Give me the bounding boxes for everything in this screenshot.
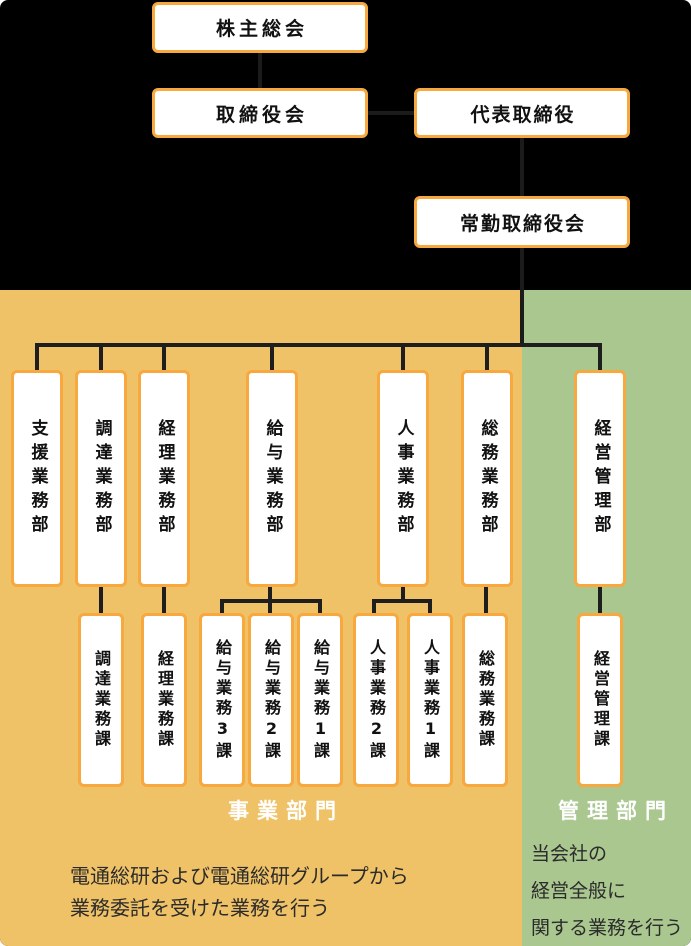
connector-corporate-management-section	[598, 587, 602, 613]
business-division-note: 電通総研および電通総研グループから 業務委託を受けた業務を行う	[70, 860, 409, 924]
box-corporate-management-section-label: 経営管理課	[591, 650, 610, 750]
connector-stub-procurement	[99, 343, 103, 370]
connector-standing-trunk	[520, 248, 524, 345]
management-note-line-2: 経営全般に	[531, 880, 627, 902]
box-payroll-section-2-label: 給与業務2課	[262, 638, 281, 762]
box-general-affairs-division: 総務業務部	[461, 370, 513, 587]
box-hr-section-2: 人事業務2課	[353, 613, 399, 787]
management-note-line-3: 関する業務を行う	[531, 917, 684, 939]
box-corporate-management-section: 経営管理課	[577, 613, 623, 787]
connector-shareholders-board	[258, 53, 262, 88]
connector-payroll-3	[220, 599, 224, 613]
box-hr-section-1: 人事業務1課	[407, 613, 453, 787]
connector-hr-center	[401, 587, 405, 603]
box-representative-director-label: 代表取締役	[470, 103, 576, 126]
connector-stub-payroll	[270, 343, 274, 370]
box-corporate-management-division: 経営管理部	[574, 370, 626, 587]
connector-procurement-section	[99, 587, 103, 613]
box-representative-director: 代表取締役	[414, 88, 630, 138]
box-procurement-division: 調達業務部	[75, 370, 127, 587]
connector-payroll-bracket	[220, 599, 322, 603]
connector-stub-support	[35, 343, 39, 370]
connector-hr-bracket	[372, 599, 432, 603]
box-accounting-section: 経理業務課	[141, 613, 187, 787]
connector-department-rail	[35, 343, 602, 347]
box-shareholders-meeting-label: 株主総会	[215, 18, 308, 40]
box-hr-division: 人事業務部	[377, 370, 429, 587]
box-procurement-division-label: 調達業務部	[91, 418, 112, 539]
box-procurement-section: 調達業務課	[78, 613, 124, 787]
box-board-of-directors-label: 取締役会	[215, 103, 308, 126]
box-shareholders-meeting: 株主総会	[152, 2, 368, 53]
connector-stub-corporate-management	[598, 343, 602, 370]
box-corporate-management-division-label: 経営管理部	[590, 418, 611, 539]
box-procurement-section-label: 調達業務課	[92, 650, 111, 750]
business-note-line-1: 電通総研および電通総研グループから	[70, 864, 409, 888]
box-accounting-division-label: 経理業務部	[154, 418, 175, 539]
box-payroll-section-1: 給与業務1課	[297, 613, 343, 787]
box-accounting-division: 経理業務部	[138, 370, 190, 587]
box-general-affairs-section: 総務業務課	[462, 613, 508, 787]
box-hr-section-2-label: 人事業務2課	[367, 638, 386, 762]
box-payroll-section-2: 給与業務2課	[248, 613, 294, 787]
connector-general-affairs-section	[484, 587, 488, 613]
box-payroll-section-3: 給与業務3課	[199, 613, 245, 787]
box-payroll-division-label: 給与業務部	[262, 418, 283, 539]
management-note-line-1: 当会社の	[531, 843, 608, 865]
connector-stub-general-affairs	[485, 343, 489, 370]
box-general-affairs-section-label: 総務業務課	[476, 650, 495, 750]
box-hr-division-label: 人事業務部	[393, 418, 414, 539]
management-division-label: 管理部門	[558, 799, 674, 823]
connector-hr-2	[372, 599, 376, 613]
box-support-division: 支援業務部	[11, 370, 63, 587]
box-standing-directors-board-label: 常勤取締役会	[459, 212, 586, 235]
box-hr-section-1-label: 人事業務1課	[421, 638, 440, 762]
connector-payroll-1	[318, 599, 322, 613]
business-division-label: 事業部門	[228, 799, 344, 823]
box-payroll-section-3-label: 給与業務3課	[213, 638, 232, 762]
box-accounting-section-label: 経理業務課	[155, 650, 174, 750]
box-support-division-label: 支援業務部	[27, 418, 48, 539]
connector-stub-accounting	[162, 343, 166, 370]
box-payroll-division: 給与業務部	[246, 370, 298, 587]
connector-stub-hr	[401, 343, 405, 370]
box-standing-directors-board: 常勤取締役会	[414, 196, 630, 248]
box-board-of-directors: 取締役会	[152, 88, 368, 138]
management-division-note: 当会社の 経営全般に 関する業務を行う	[531, 836, 683, 946]
connector-representative-standing	[520, 138, 524, 196]
connector-board-representative	[368, 111, 414, 115]
box-payroll-section-1-label: 給与業務1課	[311, 638, 330, 762]
box-general-affairs-division-label: 総務業務部	[477, 418, 498, 539]
connector-hr-1	[428, 599, 432, 613]
business-note-line-2: 業務委託を受けた業務を行う	[70, 896, 330, 920]
connector-accounting-section	[162, 587, 166, 613]
